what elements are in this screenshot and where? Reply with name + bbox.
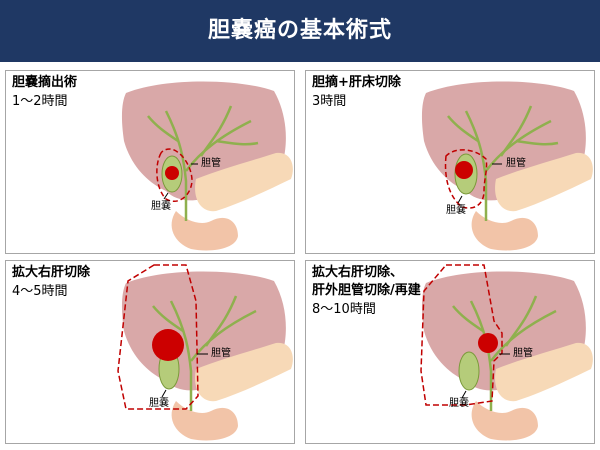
panel-title-line-1: 拡大右肝切除、 <box>312 265 404 280</box>
bile-duct-tree <box>147 105 259 221</box>
panel-cholecystectomy: 胆嚢摘出術 1～2時間 胆管 胆嚢 <box>5 70 295 254</box>
tumor <box>455 161 473 179</box>
anatomy-illustration <box>121 81 293 251</box>
panel-title-line-2: 肝外胆管切除/再建 <box>312 283 421 298</box>
gb-pointer <box>461 390 467 399</box>
gb-pointer <box>161 389 167 398</box>
pancreas-shape <box>195 342 293 402</box>
bile-duct-label: 胆管 <box>211 348 231 359</box>
duodenum-shape <box>471 401 538 441</box>
pancreas-shape <box>195 152 293 212</box>
panel-title: 拡大右肝切除 <box>12 265 91 280</box>
resection-line <box>117 264 199 410</box>
resection-line <box>444 149 488 209</box>
panel-extended-right-hepatectomy: 拡大右肝切除 4～5時間 胆管 胆嚢 <box>5 260 295 444</box>
panel-extended-right-hepatectomy-bile-duct-resection: 拡大右肝切除、 肝外胆管切除/再建 8～10時間 胆管 胆嚢 <box>305 260 595 444</box>
panel-duration: 1～2時間 <box>12 94 68 109</box>
gallbladder <box>458 351 480 391</box>
panel-duration: 8～10時間 <box>312 302 376 317</box>
page-title: 胆嚢癌の基本術式 <box>207 18 392 43</box>
duodenum-shape <box>171 401 238 441</box>
gallbladder-label: 胆嚢 <box>449 398 469 409</box>
panel-duration: 3時間 <box>312 94 347 109</box>
anatomy-illustration <box>117 264 293 441</box>
duodenum-shape <box>471 211 538 251</box>
gallbladder-label: 胆嚢 <box>149 398 169 409</box>
panel-cholecystectomy-liver-bed: 胆摘+肝床切除 3時間 胆管 胆嚢 <box>305 70 595 254</box>
bile-duct-label: 胆管 <box>201 158 221 169</box>
resection-line <box>156 148 193 202</box>
gallbladder-label: 胆嚢 <box>446 205 466 216</box>
anatomy-illustration <box>421 81 593 251</box>
pancreas-shape <box>495 152 593 212</box>
panel-title: 胆摘+肝床切除 <box>312 75 401 90</box>
tumor <box>152 329 184 361</box>
duodenum-shape <box>171 211 238 251</box>
anatomy-illustration <box>420 264 593 441</box>
pancreas-shape <box>495 342 593 402</box>
resection-line <box>420 264 503 406</box>
tumor <box>165 166 179 180</box>
panel-title: 胆嚢摘出術 <box>12 75 78 90</box>
bile-duct-label: 胆管 <box>513 348 533 359</box>
panel-duration: 4～5時間 <box>12 284 68 299</box>
tumor <box>478 333 498 353</box>
bile-duct-tree <box>447 105 559 221</box>
gb-pointer <box>163 192 169 200</box>
gb-pointer <box>457 195 463 204</box>
gallbladder-label: 胆嚢 <box>151 201 171 212</box>
bile-duct-tree <box>152 295 257 411</box>
header-bar: 胆嚢癌の基本術式 <box>0 0 600 62</box>
bile-duct-label: 胆管 <box>506 158 526 169</box>
